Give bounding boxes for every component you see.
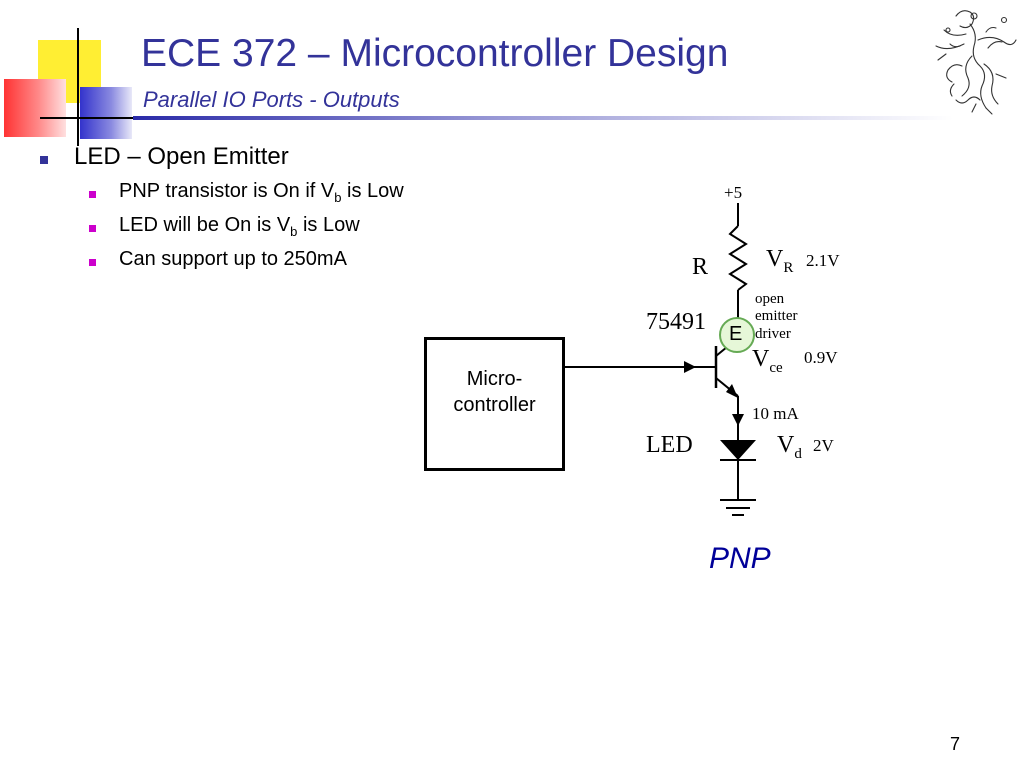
microcontroller-box [424, 337, 565, 471]
page-number: 7 [950, 734, 961, 754]
slide-title: ECE 372 – Microcontroller Design [141, 32, 729, 75]
bullet-sub-1: PNP transistor is On if Vb is Low [119, 180, 404, 205]
microcontroller-label: Micro- controller [453, 368, 536, 416]
resistor-label: R [692, 254, 709, 280]
chip-label: 75491 [646, 309, 706, 335]
sketch-logo-icon [935, 10, 1017, 115]
transistor-type-label: PNP [709, 542, 771, 575]
current-label: 10 mA [752, 404, 799, 423]
slide-subtitle: Parallel IO Ports - Outputs [143, 87, 400, 112]
bullet-marker [89, 191, 96, 198]
circuit-diagram [565, 203, 756, 516]
bullet-marker [89, 259, 96, 266]
vce-label: Vce [752, 346, 783, 376]
decor-vertical-line [77, 28, 79, 146]
decor-red-square [4, 79, 66, 137]
vce-value: 0.9V [804, 348, 838, 367]
supply-label: +5 [724, 183, 743, 202]
bullet-marker [40, 156, 48, 164]
current-arrow-icon [732, 414, 744, 426]
decor-horizontal-line [40, 117, 136, 119]
vr-value: 2.1V [806, 251, 840, 270]
emitter-marker: E [729, 323, 743, 345]
vr-label: VR [766, 246, 794, 276]
resistor-icon [728, 225, 748, 291]
title-underline [133, 116, 953, 120]
ground-icon [720, 499, 756, 516]
decor-blue-square [80, 87, 132, 139]
driver-label: open emitter driver [755, 291, 798, 342]
led-label: LED [646, 432, 693, 458]
emitter-marker-circle [719, 317, 755, 353]
emitter-arrow-icon [726, 384, 738, 398]
bullet-marker [89, 225, 96, 232]
led-diode-icon [720, 440, 756, 460]
bullet-main: LED – Open Emitter [74, 143, 289, 170]
vd-label: Vd [777, 432, 802, 462]
vd-value: 2V [813, 436, 834, 455]
bullet-sub-3: Can support up to 250mA [119, 248, 347, 270]
bullet-sub-2: LED will be On is Vb is Low [119, 214, 360, 239]
